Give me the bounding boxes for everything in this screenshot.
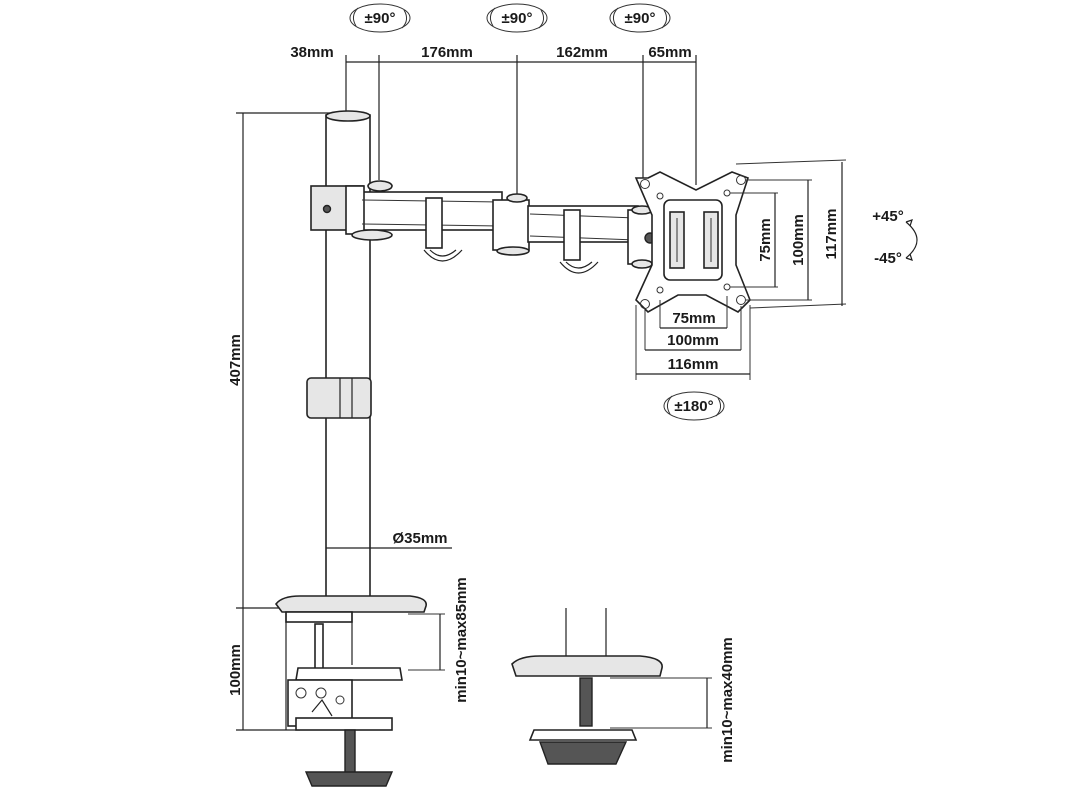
pole-collar — [306, 377, 372, 419]
rotation-badge-right: ±90° — [609, 3, 671, 33]
dim-38: 38mm — [290, 44, 333, 61]
pole-height-dimension: 407mm — [227, 112, 330, 609]
rotation-label-right: ±90° — [625, 10, 656, 27]
rotation-label-mid: ±90° — [502, 10, 533, 27]
tilt-indicator: +45° -45° — [872, 208, 918, 267]
rotation-badge-mid: ±90° — [486, 3, 548, 33]
clamp-range-dimension: min10~max85mm — [408, 577, 470, 703]
rotation-badge-vesa: ±180° — [663, 391, 725, 421]
rotation-badge-left: ±90° — [349, 3, 411, 33]
pole — [306, 110, 372, 606]
dim-vesa-h-100: 100mm — [667, 332, 719, 349]
dim-vesa-v-75: 75mm — [757, 218, 774, 261]
clamp-height-dimension: 100mm — [227, 608, 300, 731]
dim-vesa-v-117: 117mm — [823, 209, 840, 260]
dim-vesa-v-100: 100mm — [790, 214, 807, 266]
dim-176: 176mm — [421, 44, 473, 61]
tilt-down-label: -45° — [874, 250, 902, 267]
rotation-label-left: ±90° — [365, 10, 396, 27]
vesa-vertical-dimensions: 75mm 100mm 117mm — [730, 159, 847, 309]
clamp-range-label: min10~max85mm — [453, 577, 470, 703]
dim-407: 407mm — [227, 334, 244, 386]
grommet-range-label: min10~max40mm — [719, 637, 736, 763]
grommet-mount — [511, 608, 663, 765]
tilt-up-label: +45° — [872, 208, 903, 225]
dim-162: 162mm — [556, 44, 608, 61]
arm-assembly — [310, 180, 656, 274]
dim-65: 65mm — [648, 44, 691, 61]
dim-vesa-h-75: 75mm — [672, 310, 715, 327]
arm-length-dimensions: 38mm 176mm 162mm 65mm — [290, 44, 697, 195]
dim-vesa-h-116: 116mm — [668, 356, 719, 373]
dim-35: Ø35mm — [392, 530, 447, 547]
rotation-label-vesa: ±180° — [674, 398, 713, 415]
arm-joint-mid — [492, 199, 530, 251]
desk-clamp — [274, 595, 427, 787]
dim-100-clamp: 100mm — [227, 644, 244, 696]
vesa-horizontal-dimensions: 75mm 100mm 116mm — [635, 296, 751, 380]
pole-diameter-dimension: Ø35mm — [326, 530, 452, 549]
vesa-plate — [634, 171, 751, 313]
arm-segment-2 — [527, 205, 639, 243]
grommet-range-dimension: min10~max40mm — [610, 637, 736, 763]
